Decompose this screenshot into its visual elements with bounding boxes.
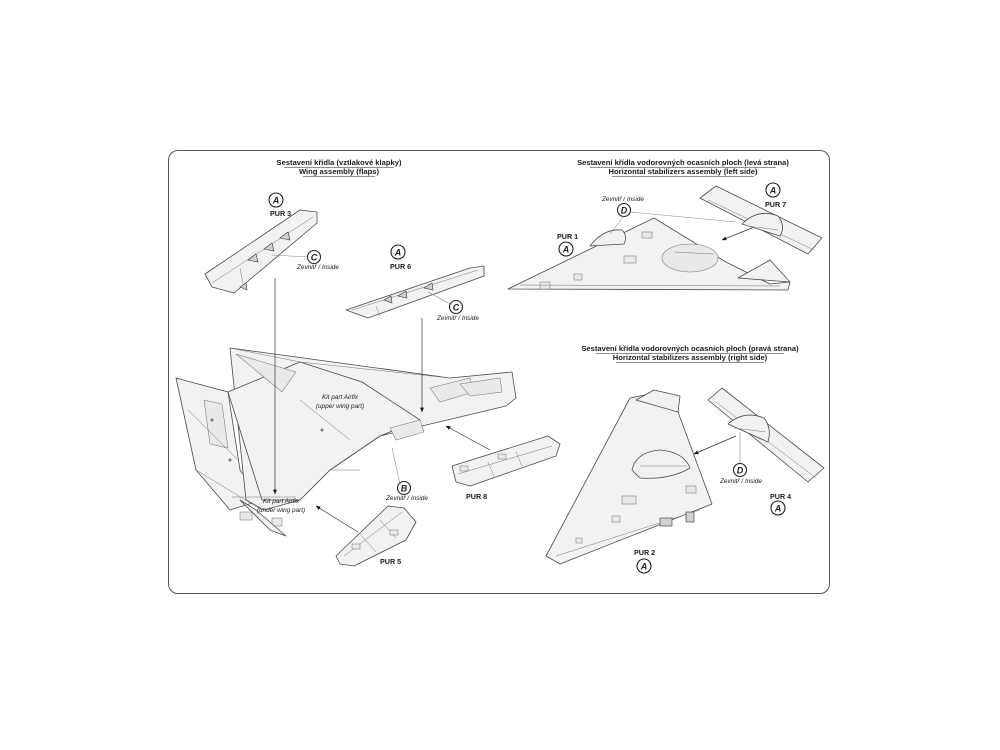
pur1-stabilizer-part	[507, 217, 791, 291]
stab-left-title-cz: Sestavení křídla vodorovných ocasních pl…	[577, 158, 789, 167]
stab-left-title: Sestavení křídla vodorovných ocasních pl…	[577, 158, 789, 177]
marker-b: B	[396, 480, 412, 496]
inside-note-pur3: Zevnitř / Inside	[296, 264, 339, 271]
instruction-sheet-frame	[168, 150, 830, 594]
stab-left-title-en: Horizontal stabilizers assembly (left si…	[609, 167, 758, 176]
kit-upper-note-2: (upper wing part)	[316, 403, 364, 410]
svg-text:D: D	[737, 465, 744, 475]
marker-d-pur4: D	[732, 462, 748, 478]
pur7-label: PUR 7	[765, 200, 786, 209]
pur1-label: PUR 1	[557, 232, 578, 241]
svg-text:B: B	[401, 483, 408, 493]
marker-a-pur1: A	[558, 241, 574, 257]
inside-note-pur4: Zevnitř / Inside	[719, 478, 762, 485]
pur4-label: PUR 4	[770, 492, 791, 501]
pur3-flap-part	[204, 209, 318, 294]
svg-text:A: A	[640, 561, 648, 571]
svg-text:C: C	[311, 252, 318, 262]
inside-note-pur6: Zevnitř / Inside	[436, 315, 479, 322]
svg-text:A: A	[562, 244, 570, 254]
svg-text:A: A	[769, 185, 777, 195]
pur3-label: PUR 3	[270, 209, 291, 218]
pur5-label: PUR 5	[380, 557, 401, 566]
pur6-label: PUR 6	[390, 262, 411, 271]
inside-note-b: Zevnitř / Inside	[385, 495, 428, 502]
pur5-part	[335, 505, 417, 567]
kit-upper-note-1: Kit part Airfix	[322, 394, 359, 401]
marker-c-pur6: C	[448, 299, 464, 315]
svg-text:D: D	[621, 205, 628, 215]
kit-under-note-2: (under wing part)	[257, 507, 305, 514]
pur2-stabilizer-part	[545, 389, 713, 565]
pur4-part	[707, 387, 825, 483]
marker-a-pur4: A	[770, 500, 786, 516]
pur6-flap-part	[345, 265, 485, 319]
stab-right-title-cz: Sestavení křídla vodorovných ocasních pl…	[581, 344, 799, 353]
marker-a-pur3: A	[268, 192, 284, 208]
svg-text:C: C	[453, 302, 460, 312]
pur8-label: PUR 8	[466, 492, 487, 501]
marker-a-pur6: A	[390, 244, 406, 260]
stab-right-title: Sestavení křídla vodorovných ocasních pl…	[581, 344, 799, 363]
inside-note-pur1: Zevnitř / Inside	[601, 196, 644, 203]
svg-text:A: A	[394, 247, 402, 257]
stab-right-title-en: Horizontal stabilizers assembly (right s…	[613, 353, 768, 362]
wing-flaps-title-en: Wing assembly (flaps)	[299, 167, 380, 176]
marker-a-pur2: A	[636, 558, 652, 574]
pur2-label: PUR 2	[634, 548, 655, 557]
svg-text:A: A	[774, 503, 782, 513]
marker-c-pur3: C	[306, 249, 322, 265]
pur8-part	[451, 435, 561, 487]
wing-flaps-title: Sestavení křídla (vztlakové klapky) Wing…	[277, 158, 402, 177]
svg-text:A: A	[272, 195, 280, 205]
marker-d-pur1: D	[616, 202, 632, 218]
pur7-part	[699, 185, 823, 255]
wing-flaps-title-cz: Sestavení křídla (vztlakové klapky)	[277, 158, 402, 167]
marker-a-pur7: A	[765, 182, 781, 198]
main-wing-kit-part	[175, 347, 517, 537]
kit-under-note-1: Kit part Airfix	[263, 498, 300, 505]
